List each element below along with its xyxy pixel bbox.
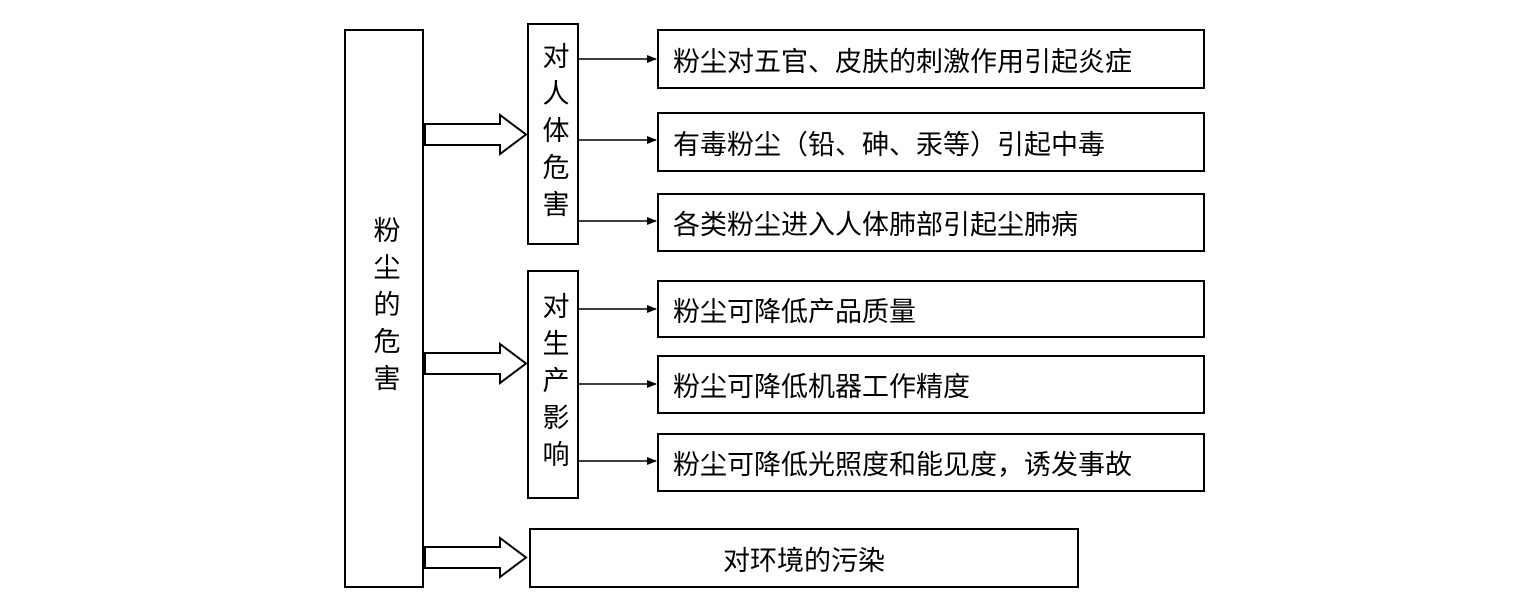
human-item-1: 粉尘对五官、皮肤的刺激作用引起炎症 xyxy=(657,29,1205,89)
human-item-3: 各类粉尘进入人体肺部引起尘肺病 xyxy=(657,193,1205,252)
human-item-1-text: 粉尘对五官、皮肤的刺激作用引起炎症 xyxy=(673,46,1132,78)
category-human-label: 对人体危害 xyxy=(537,41,569,227)
block-arrow-human xyxy=(424,113,528,156)
environment-label: 对环境的污染 xyxy=(723,545,885,577)
human-item-3-text: 各类粉尘进入人体肺部引起尘肺病 xyxy=(673,210,1078,241)
root-label: 粉尘的危害 xyxy=(368,216,400,401)
root-node: 粉尘的危害 xyxy=(344,29,424,588)
human-item-2: 有毒粉尘（铅、砷、汞等）引起中毒 xyxy=(657,112,1205,172)
human-item-2-text: 有毒粉尘（铅、砷、汞等）引起中毒 xyxy=(673,129,1105,161)
production-item-3-text: 粉尘可降低光照度和能见度，诱发事故 xyxy=(673,450,1132,481)
category-production-node: 对生产影响 xyxy=(527,270,579,499)
block-arrow-production xyxy=(424,342,528,385)
production-item-1-text: 粉尘可降低产品质量 xyxy=(673,296,916,328)
production-item-2: 粉尘可降低机器工作精度 xyxy=(657,355,1205,414)
category-production-label: 对生产影响 xyxy=(537,292,569,477)
block-arrow-environment xyxy=(424,536,528,579)
production-item-3: 粉尘可降低光照度和能见度，诱发事故 xyxy=(657,433,1205,492)
category-human-node: 对人体危害 xyxy=(527,23,579,245)
environment-node: 对环境的污染 xyxy=(529,528,1079,588)
production-item-1: 粉尘可降低产品质量 xyxy=(657,280,1205,338)
production-item-2-text: 粉尘可降低机器工作精度 xyxy=(673,372,970,403)
